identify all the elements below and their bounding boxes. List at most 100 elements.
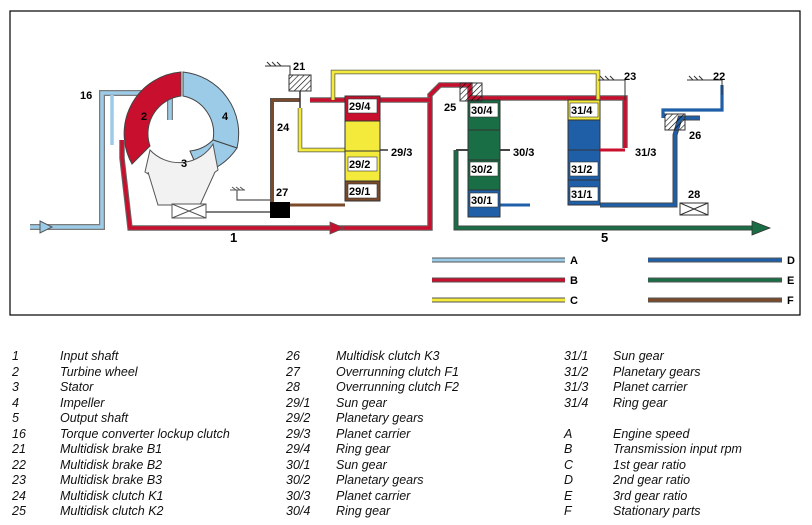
key-number: 24 xyxy=(12,488,26,503)
key-number: 31/4 xyxy=(564,395,589,410)
key-description: Multidisk clutch K3 xyxy=(336,349,440,363)
label-k1: 24 xyxy=(277,122,290,134)
key-description: 2nd gear ratio xyxy=(613,473,691,487)
key-number: 26 xyxy=(286,349,300,363)
first-gear-path xyxy=(297,69,601,153)
brake-b3 xyxy=(598,75,626,100)
impeller xyxy=(182,71,240,149)
brake-b2 xyxy=(687,75,723,95)
input-rpm-path xyxy=(119,82,628,235)
label-turbine: 2 xyxy=(141,111,147,123)
key-description: Ring gear xyxy=(613,395,668,410)
key-number: 1 xyxy=(12,349,19,363)
label-30-2: 30/2 xyxy=(471,164,492,176)
key-description: Planet carrier xyxy=(336,426,411,441)
label-29-2: 29/2 xyxy=(349,159,370,171)
key-number: 31/3 xyxy=(564,380,589,394)
key-number: D xyxy=(564,473,574,487)
key-description: 1st gear ratio xyxy=(613,457,686,472)
key-number: 2 xyxy=(12,364,19,379)
key-number: E xyxy=(564,488,573,503)
key-number: C xyxy=(564,457,574,472)
key-description: Planetary gears xyxy=(336,473,424,487)
overrunning-clutch-f1 xyxy=(270,202,290,218)
clutch-k2 xyxy=(459,82,483,102)
key-description: Multidisk brake B1 xyxy=(60,442,163,456)
key-number: 30/4 xyxy=(286,504,311,518)
key-description: Planet carrier xyxy=(613,380,688,394)
key-description: Planetary gears xyxy=(613,364,701,379)
clutch-k3 xyxy=(664,113,686,131)
label-b1: 21 xyxy=(293,61,305,73)
label-29-3: 29/3 xyxy=(391,147,412,159)
key-description: Impeller xyxy=(60,395,105,410)
label-30-3: 30/3 xyxy=(513,147,534,159)
key-description: Planet carrier xyxy=(336,488,411,503)
key-number: 29/2 xyxy=(286,411,311,425)
label-30-1: 30/1 xyxy=(471,195,492,207)
key-number: 4 xyxy=(12,395,19,410)
key-description: Sun gear xyxy=(613,349,664,363)
key-description: Transmission input rpm xyxy=(613,442,742,456)
key-description: Overrunning clutch F2 xyxy=(336,380,459,394)
key-description: 3rd gear ratio xyxy=(613,488,688,503)
key-description: Stationary parts xyxy=(613,504,701,518)
key-number: 3 xyxy=(12,380,19,394)
key-number: 29/1 xyxy=(286,395,311,410)
transmission-schematic: 16 2 4 3 1 5 21 24 27 25 23 22 26 28 29/… xyxy=(9,10,801,316)
key-description: Multidisk clutch K2 xyxy=(60,504,164,518)
key-number: A xyxy=(564,426,573,441)
key-description: Engine speed xyxy=(613,426,690,441)
key-number: 31/2 xyxy=(564,364,589,379)
key-number: 28 xyxy=(286,380,300,394)
key-description: Output shaft xyxy=(60,411,129,425)
label-output-shaft: 5 xyxy=(601,230,608,245)
diagram-frame xyxy=(9,10,801,316)
legend-letter-d: D xyxy=(787,255,795,267)
key-description: Torque converter lockup clutch xyxy=(60,426,230,441)
key-number: 29/3 xyxy=(286,426,311,441)
label-f1: 27 xyxy=(276,187,288,199)
key-description: Turbine wheel xyxy=(60,364,138,379)
key-description: Ring gear xyxy=(336,442,391,456)
key-description: Planetary gears xyxy=(336,411,424,425)
brake-b1 xyxy=(265,61,312,108)
legend-letter-a: A xyxy=(570,255,578,267)
label-f2: 28 xyxy=(688,189,700,201)
key-number: 5 xyxy=(12,411,19,425)
key-number: 27 xyxy=(286,364,300,379)
planetary-set-31 xyxy=(567,99,625,206)
torque-converter xyxy=(123,71,270,219)
key-number: 30/3 xyxy=(286,488,311,503)
key-number: 30/2 xyxy=(286,473,311,487)
stationary-path xyxy=(270,98,345,207)
label-b3: 23 xyxy=(624,71,636,83)
planetary-set-30 xyxy=(467,99,501,218)
label-29-1: 29/1 xyxy=(349,186,370,198)
label-impeller: 4 xyxy=(222,111,229,123)
output-shaft-path xyxy=(453,149,772,236)
turbine-wheel xyxy=(123,71,182,165)
label-input-shaft: 1 xyxy=(230,230,237,245)
label-k2: 25 xyxy=(444,102,456,114)
key-description: Input shaft xyxy=(60,349,119,363)
legend-letter-b: B xyxy=(570,275,578,287)
key-description: Multidisk clutch K1 xyxy=(60,488,164,503)
label-stator: 3 xyxy=(181,158,187,170)
label-k3: 26 xyxy=(689,130,701,142)
key-number: 25 xyxy=(12,504,26,518)
key-description: Multidisk brake B3 xyxy=(60,473,163,487)
key-number: 23 xyxy=(12,473,26,487)
key-number: 21 xyxy=(12,442,26,456)
key-description: Sun gear xyxy=(336,457,387,472)
key-description: Multidisk brake B2 xyxy=(60,457,163,472)
key-description: Sun gear xyxy=(336,395,387,410)
key-number: 30/1 xyxy=(286,457,311,472)
label-31-3: 31/3 xyxy=(635,147,656,159)
key-number: F xyxy=(564,504,572,518)
label-b2: 22 xyxy=(713,71,725,83)
label-30-4: 30/4 xyxy=(471,105,493,117)
label-31-1: 31/1 xyxy=(571,189,592,201)
